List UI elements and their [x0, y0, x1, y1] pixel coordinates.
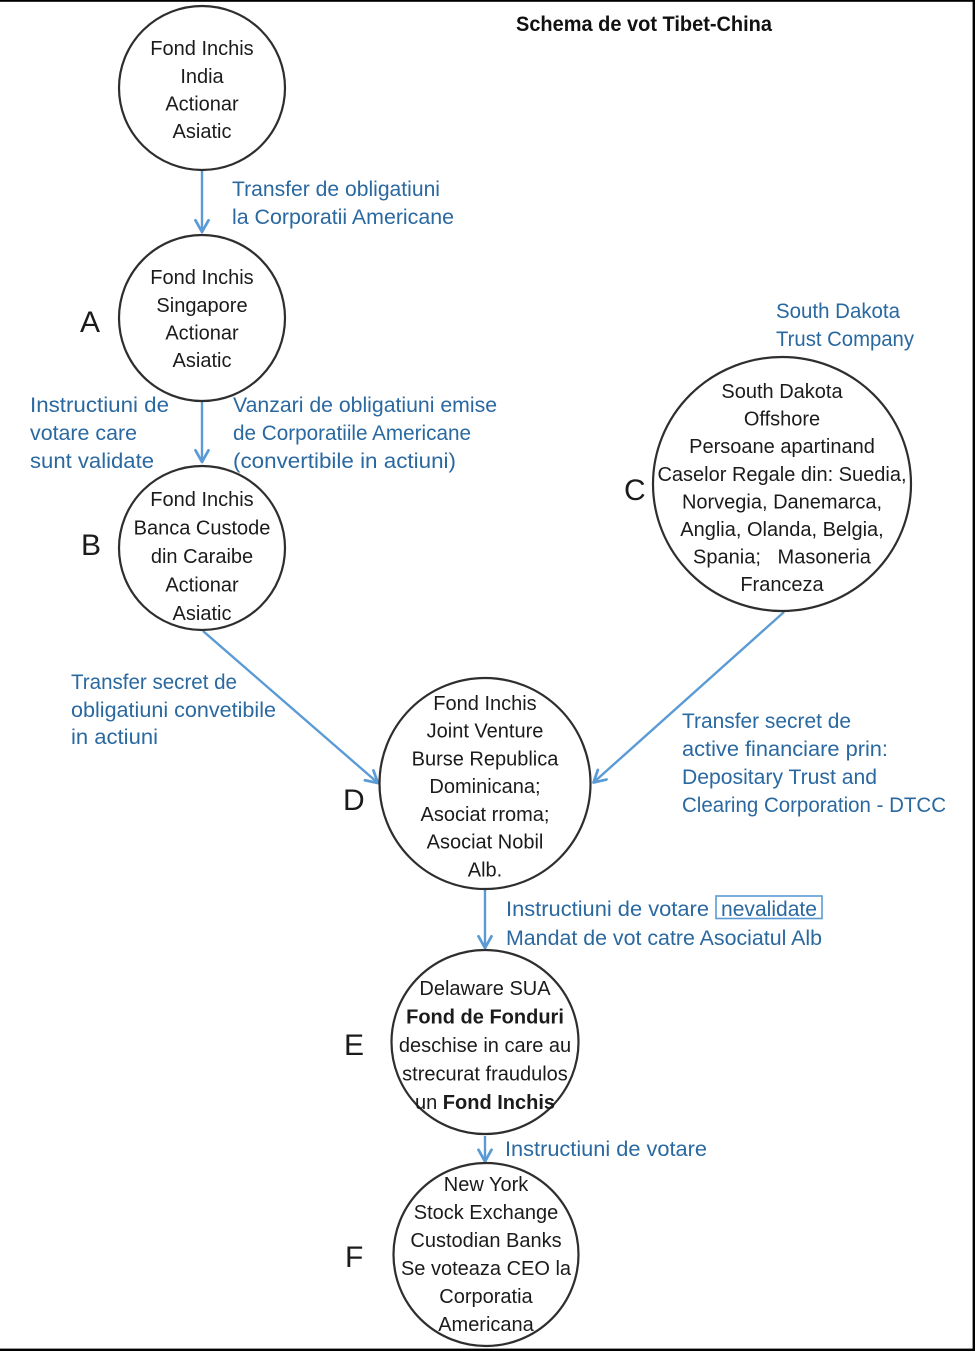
svg-text:nevalidate: nevalidate	[721, 897, 817, 921]
svg-text:Delaware SUA: Delaware SUA	[419, 978, 551, 1000]
svg-text:Stock Exchange: Stock Exchange	[414, 1202, 559, 1224]
svg-text:din Caraibe: din Caraibe	[151, 546, 253, 568]
svg-text:Actionar: Actionar	[165, 323, 239, 345]
svg-text:Fond Inchis: Fond Inchis	[150, 489, 253, 511]
svg-text:Asiatic: Asiatic	[173, 603, 232, 625]
svg-text:active financiare prin:: active financiare prin:	[682, 737, 888, 761]
svg-text:South Dakota: South Dakota	[776, 299, 900, 323]
svg-text:India: India	[180, 66, 224, 88]
svg-text:un Fond Inchis: un Fond Inchis	[415, 1092, 555, 1114]
svg-text:Vanzari de obligatiuni emise: Vanzari de obligatiuni emise	[233, 393, 497, 417]
svg-text:Actionar: Actionar	[165, 94, 239, 116]
svg-text:sunt validate: sunt validate	[30, 449, 154, 473]
svg-text:(convertibile in actiuni): (convertibile in actiuni)	[233, 449, 456, 473]
svg-text:Asiatic: Asiatic	[173, 121, 232, 143]
svg-text:C: C	[624, 474, 646, 507]
svg-text:Asiatic: Asiatic	[173, 350, 232, 372]
svg-text:Fond Inchis: Fond Inchis	[150, 267, 253, 289]
svg-text:Joint Venture: Joint Venture	[427, 721, 544, 743]
svg-text:Burse Republica: Burse Republica	[412, 748, 560, 770]
svg-text:de Corporatiile Americane: de Corporatiile Americane	[233, 421, 471, 445]
svg-text:New York: New York	[444, 1174, 529, 1196]
svg-text:Fond Inchis: Fond Inchis	[433, 693, 536, 715]
svg-text:Dominicana;: Dominicana;	[429, 776, 540, 798]
svg-text:Actionar: Actionar	[165, 575, 239, 597]
svg-text:votare care: votare care	[30, 421, 137, 445]
svg-text:Transfer secret de: Transfer secret de	[71, 670, 237, 694]
svg-text:Franceza: Franceza	[740, 574, 824, 596]
svg-text:Norvegia, Danemarca,: Norvegia, Danemarca,	[682, 491, 882, 513]
svg-text:la Corporatii Americane: la Corporatii Americane	[232, 205, 454, 229]
svg-text:Asociat Nobil: Asociat Nobil	[427, 832, 544, 854]
svg-text:Trust Company: Trust Company	[776, 327, 914, 351]
svg-text:Singapore: Singapore	[156, 295, 247, 317]
svg-text:Persoane apartinand: Persoane apartinand	[689, 436, 875, 458]
svg-text:Instructiuni de: Instructiuni de	[30, 393, 169, 417]
svg-text:Caselor Regale din: Suedia,: Caselor Regale din: Suedia,	[657, 464, 906, 486]
svg-text:Fond de Fonduri: Fond de Fonduri	[406, 1007, 564, 1029]
svg-text:Alb.: Alb.	[468, 859, 502, 881]
svg-text:South Dakota: South Dakota	[721, 381, 843, 403]
svg-text:Mandat de vot catre Asociatul: Mandat de vot catre Asociatul Alb	[506, 926, 822, 950]
svg-text:B: B	[81, 529, 101, 562]
svg-text:F: F	[345, 1241, 363, 1274]
svg-text:Banca Custode: Banca Custode	[134, 518, 271, 540]
svg-text:Anglia, Olanda, Belgia,: Anglia, Olanda, Belgia,	[680, 519, 883, 541]
svg-text:Se voteaza CEO la: Se voteaza CEO la	[401, 1258, 572, 1280]
svg-text:Fond Inchis: Fond Inchis	[150, 38, 253, 60]
svg-text:deschise in care au: deschise in care au	[399, 1035, 571, 1057]
svg-text:Schema de vot Tibet-China: Schema de vot Tibet-China	[516, 13, 772, 36]
svg-text:A: A	[80, 306, 100, 339]
svg-text:Corporatia: Corporatia	[439, 1286, 533, 1308]
svg-text:strecurat fraudulos: strecurat fraudulos	[402, 1064, 568, 1086]
svg-text:Instructiuni de votare: Instructiuni de votare	[506, 897, 709, 921]
svg-text:Offshore: Offshore	[744, 409, 820, 431]
svg-text:Transfer secret de: Transfer secret de	[682, 709, 851, 733]
svg-text:Americana: Americana	[438, 1314, 534, 1336]
svg-text:in actiuni: in actiuni	[71, 725, 158, 749]
svg-text:Asociat rroma;: Asociat rroma;	[421, 804, 550, 826]
svg-text:E: E	[344, 1029, 364, 1062]
svg-text:Custodian Banks: Custodian Banks	[410, 1230, 561, 1252]
svg-text:Depositary Trust and: Depositary Trust and	[682, 765, 877, 789]
svg-text:Transfer de obligatiuni: Transfer de obligatiuni	[232, 177, 440, 201]
svg-text:Clearing Corporation - DTCC: Clearing Corporation - DTCC	[682, 793, 946, 817]
svg-text:obligatiuni convetibile: obligatiuni convetibile	[71, 698, 276, 722]
svg-text:Instructiuni de votare: Instructiuni de votare	[505, 1137, 707, 1161]
svg-text:Spania; Masoneria: Spania; Masoneria	[693, 547, 872, 569]
svg-text:D: D	[343, 784, 365, 817]
